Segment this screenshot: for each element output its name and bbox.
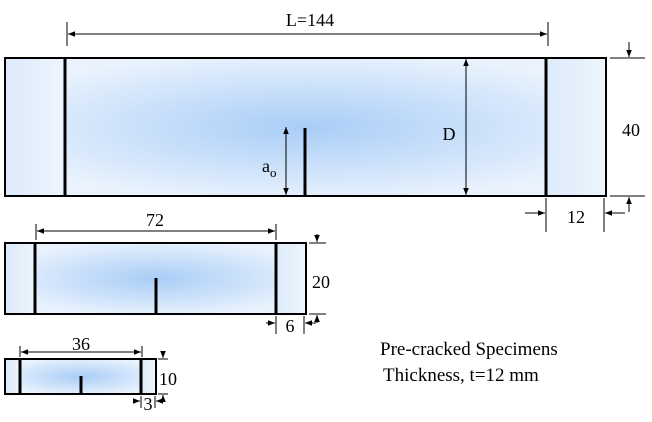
large-overhang-label: 12	[567, 207, 585, 227]
small-left-overhang	[6, 360, 20, 393]
caption-thickness: Thickness, t=12 mm	[383, 365, 539, 386]
large-left-overhang	[6, 59, 65, 195]
medium-left-overhang	[6, 244, 35, 313]
caption-title: Pre-cracked Specimens	[380, 339, 558, 360]
small-height-label: 10	[159, 369, 177, 389]
large-specimen: L=144 D ao 40 12	[4, 10, 645, 232]
small-specimen: 36 10 3	[4, 334, 177, 414]
small-span-label: 36	[72, 334, 90, 354]
large-height-label: 40	[622, 120, 640, 140]
large-right-overhang	[546, 59, 605, 195]
medium-specimen: 72 20 6	[4, 210, 330, 336]
large-span-label: L=144	[286, 10, 334, 30]
medium-right-overhang	[276, 244, 305, 313]
small-right-overhang	[141, 360, 155, 393]
large-crack-subscript: o	[270, 165, 277, 180]
small-overhang-label: 3	[144, 394, 153, 414]
medium-overhang-label: 6	[286, 316, 295, 336]
large-crack-label: ao	[262, 156, 277, 180]
medium-height-label: 20	[312, 272, 330, 292]
medium-span-label: 72	[146, 210, 164, 230]
large-depth-label: D	[443, 124, 456, 144]
